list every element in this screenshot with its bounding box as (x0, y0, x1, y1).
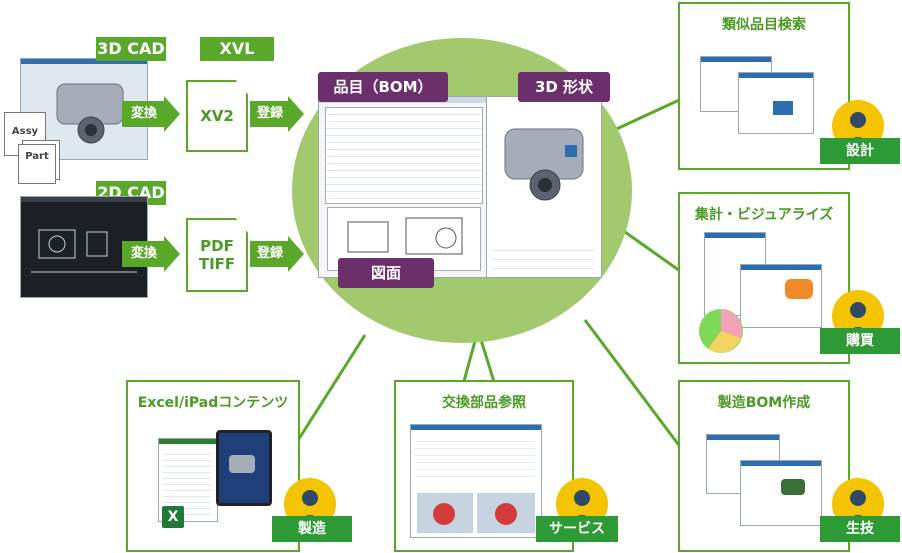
convert-label-1: 変換 (122, 101, 166, 127)
pie-chart-graphic (699, 309, 743, 353)
exchange-parts-screenshot (410, 424, 542, 538)
shape-window-screenshot (486, 96, 602, 278)
tiff-label: TIFF (198, 255, 236, 273)
register-label-1: 登録 (250, 101, 290, 127)
part-sheet: Part (18, 144, 56, 184)
mfg-bom-screenshot-2 (740, 460, 822, 526)
connector-aggregate (614, 223, 691, 280)
service-badge: サービス (536, 516, 618, 542)
convert-arrow-2: 変換 (122, 236, 180, 272)
xv2-document: XV2 (186, 80, 248, 152)
drawing-label: 図面 (338, 258, 434, 288)
excel-ipad-box: Excel/iPadコンテンツ X (126, 380, 300, 552)
part-label: Part (25, 151, 49, 162)
shape-label: 3D 形状 (518, 72, 610, 102)
pdf-tiff-document: PDF TIFF (186, 218, 248, 292)
bom-window-screenshot (318, 96, 488, 278)
manufacturing-badge: 製造 (272, 516, 352, 542)
connector-excel-ipad (293, 334, 367, 446)
connector-mfg-bom (583, 319, 692, 461)
exchange-parts-title: 交換部品参照 (442, 395, 526, 411)
ipad-screenshot (216, 430, 272, 506)
excel-icon: X (162, 506, 184, 528)
register-arrow-1: 登録 (250, 96, 308, 132)
design-badge: 設計 (820, 138, 900, 164)
xvl-label: XVL (200, 37, 274, 61)
bom-table (325, 107, 483, 204)
convert-arrow-1: 変換 (122, 96, 180, 132)
similar-search-screenshot-2 (738, 72, 814, 134)
purchase-badge: 購買 (820, 328, 900, 354)
connector-similar-search (609, 93, 691, 134)
xv2-label: XV2 (200, 107, 234, 125)
bom-label: 品目（BOM） (318, 72, 448, 102)
pdf-label: PDF (200, 237, 234, 255)
assy-label: Assy (11, 126, 39, 137)
register-arrow-2: 登録 (250, 236, 308, 272)
similar-search-title: 類似品目検索 (722, 17, 806, 33)
excel-ipad-title: Excel/iPadコンテンツ (137, 395, 289, 411)
aggregate-box: 集計・ビジュアライズ (678, 192, 850, 364)
exchange-parts-box: 交換部品参照 (394, 380, 574, 552)
aggregate-screenshot-2 (740, 264, 822, 328)
cad3d-label: 3D CAD (96, 37, 166, 61)
convert-label-2: 変換 (122, 241, 166, 267)
aggregate-title: 集計・ビジュアライズ (694, 207, 834, 223)
mfg-bom-title: 製造BOM作成 (717, 395, 811, 411)
production-eng-badge: 生技 (820, 516, 900, 542)
register-label-2: 登録 (250, 241, 290, 267)
